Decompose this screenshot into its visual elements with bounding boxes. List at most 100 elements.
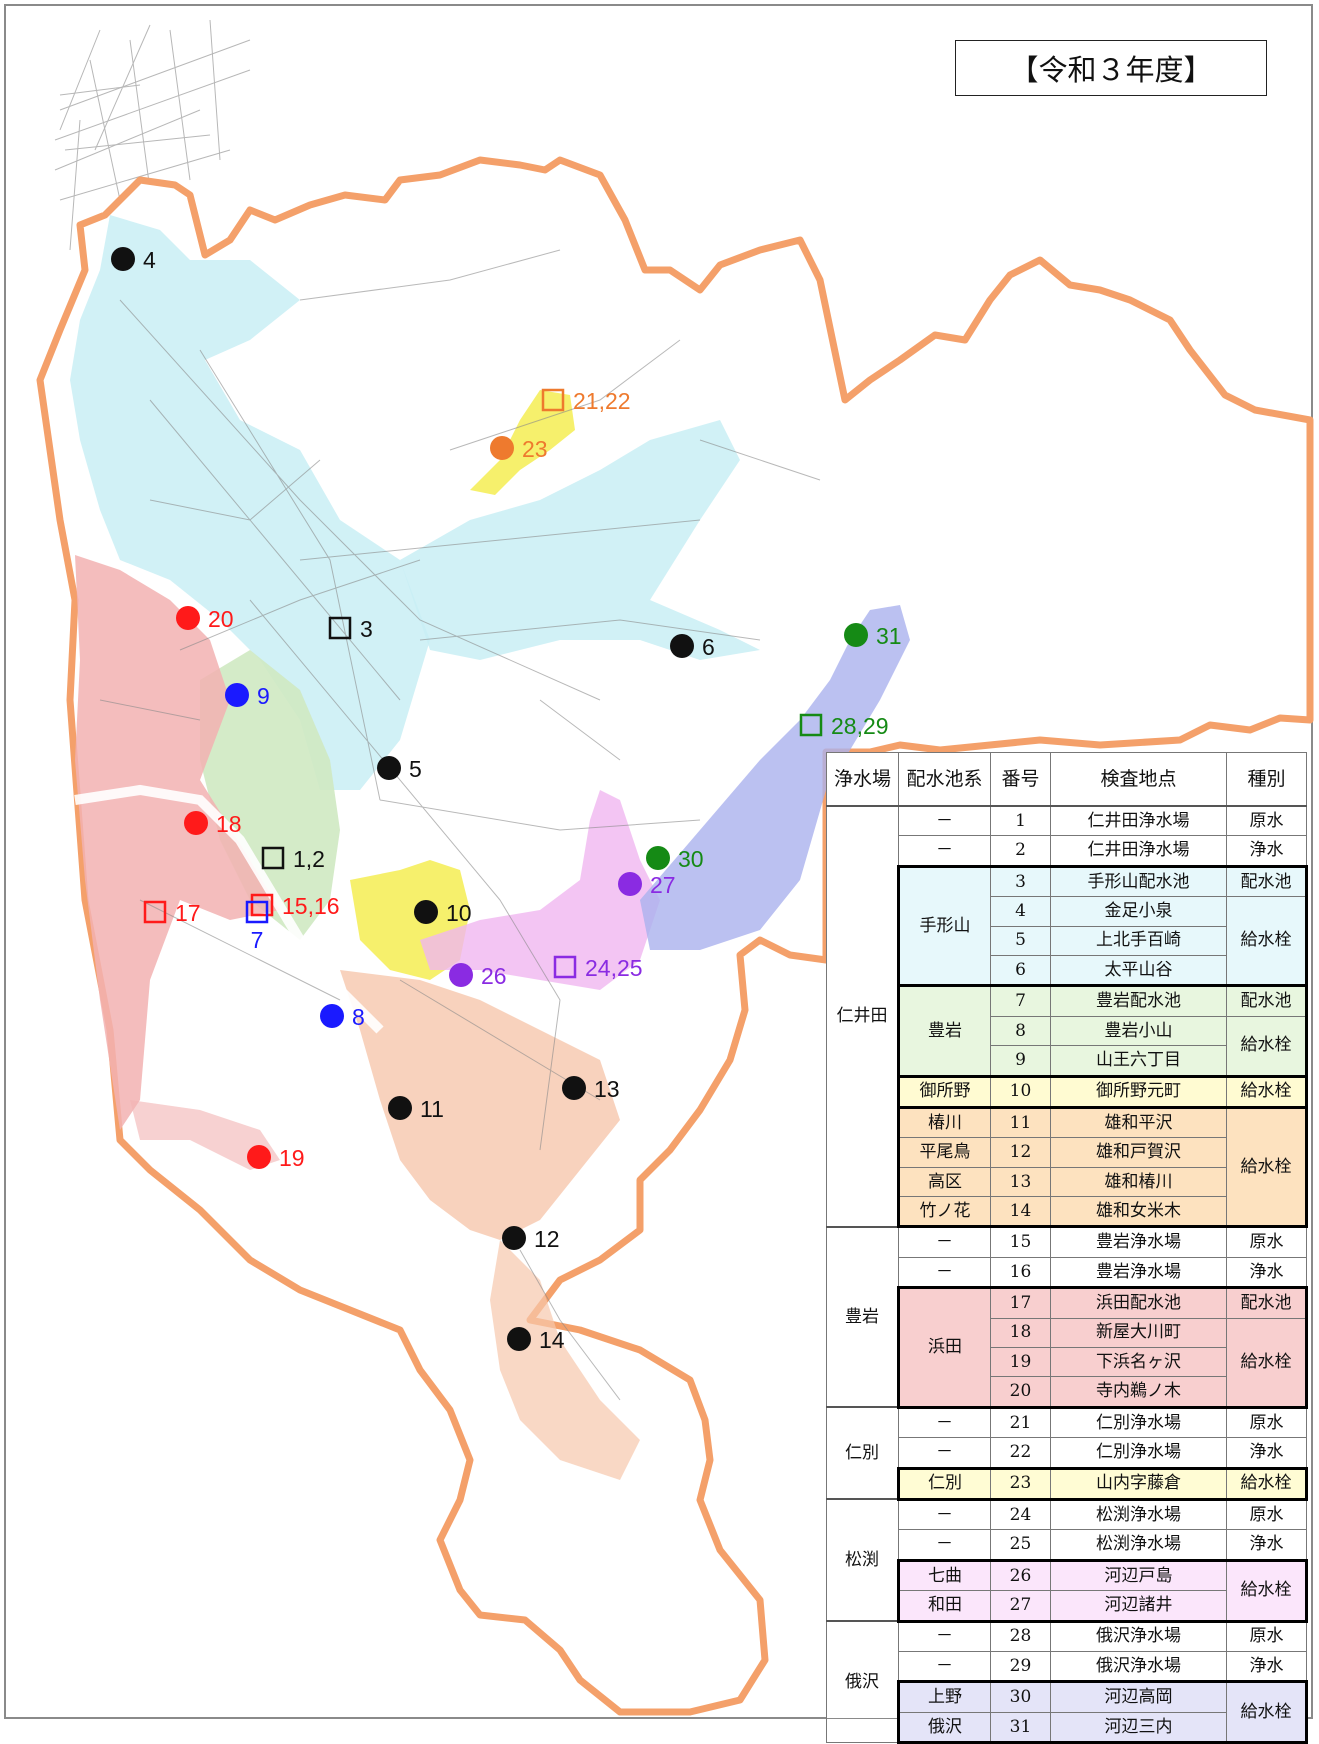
row-type: 浄水: [1226, 1437, 1307, 1469]
system-dash: －: [898, 835, 991, 867]
header-number: 番号: [990, 752, 1051, 807]
marker-square-m28: [799, 713, 823, 737]
system-hamada: 浜田: [897, 1286, 991, 1409]
marker-label-m11: 11: [420, 1096, 444, 1122]
row-no: 8: [990, 1015, 1051, 1047]
row-type: 原水: [1226, 1225, 1307, 1258]
row-type: 給水栓: [1226, 1075, 1308, 1109]
row-no: 25: [990, 1529, 1051, 1561]
row-type: 浄水: [1226, 835, 1307, 867]
marker-circle-m19: [247, 1145, 271, 1169]
marker-label-m28: 28,29: [831, 713, 889, 739]
marker-label-m13: 13: [594, 1076, 620, 1102]
marker-label-m18: 18: [216, 811, 242, 837]
row-no: 30: [990, 1680, 1051, 1713]
row-no: 2: [990, 835, 1051, 867]
system-dash: －: [898, 1406, 991, 1439]
area-yuwa: [340, 970, 620, 1240]
row-type: 原水: [1226, 1620, 1307, 1652]
marker-circle-m8: [320, 1004, 344, 1028]
north-street-grid: [54, 19, 251, 251]
marker-square-m17: [143, 900, 167, 924]
system-toyoiwa: 豊岩: [897, 985, 991, 1078]
plant-nibetsu: 仁別: [826, 1406, 899, 1500]
system-dash: －: [898, 1620, 991, 1652]
marker-square-m1: [261, 846, 285, 870]
row-no: 20: [990, 1376, 1051, 1409]
row-no: 29: [990, 1650, 1051, 1683]
system-hiraoshima: 平尾鳥: [897, 1137, 991, 1168]
row-type: 配水池: [1226, 985, 1308, 1017]
marker-square-m3: [328, 616, 352, 640]
header-type: 種別: [1226, 752, 1307, 807]
marker-label-m8: 8: [352, 1004, 365, 1030]
header-system: 配水池系: [898, 752, 991, 807]
row-no: 12: [990, 1137, 1051, 1168]
marker-label-m15: 15,16: [282, 893, 340, 919]
row-site: 雄和戸賀沢: [1050, 1137, 1227, 1168]
row-site: 手形山配水池: [1050, 864, 1227, 898]
marker-circle-m13: [562, 1076, 586, 1100]
row-site: 仁別浄水場: [1050, 1437, 1227, 1469]
marker-circle-m10: [414, 900, 438, 924]
row-site: 俄沢浄水場: [1050, 1650, 1227, 1683]
row-site: 豊岩配水池: [1050, 985, 1227, 1017]
row-type: 給水栓: [1226, 1558, 1308, 1623]
row-site: 仁井田浄水場: [1050, 805, 1227, 837]
row-site: 雄和平沢: [1050, 1106, 1227, 1139]
row-type: 給水栓: [1226, 1680, 1308, 1744]
row-no: 28: [990, 1620, 1051, 1652]
row-no: 31: [990, 1711, 1051, 1744]
marker-label-m26: 26: [481, 963, 507, 989]
legend-table: 浄水場 配水池系 番号 検査地点 種別 仁井田 － 1 仁井田浄水場 原水 － …: [826, 752, 1308, 1744]
row-no: 14: [990, 1196, 1051, 1229]
marker-circle-m9: [225, 683, 249, 707]
system-wada: 和田: [897, 1590, 991, 1623]
row-site: 山王六丁目: [1050, 1045, 1227, 1078]
row-no: 27: [990, 1590, 1051, 1623]
row-site: 松渕浄水場: [1050, 1498, 1227, 1531]
row-type: 原水: [1226, 1498, 1307, 1531]
marker-circle-m18: [184, 811, 208, 835]
marker-label-m17: 17: [175, 900, 201, 926]
row-no: 11: [990, 1106, 1051, 1139]
system-dash: －: [898, 805, 991, 837]
marker-square-m24: [553, 955, 577, 979]
marker-label-m23: 23: [522, 436, 548, 462]
river: [74, 784, 384, 1034]
row-site: 松渕浄水場: [1050, 1529, 1227, 1561]
marker-circle-m31: [844, 623, 868, 647]
marker-square-m7: [245, 900, 269, 924]
system-dash: －: [898, 1529, 991, 1561]
row-type: 浄水: [1226, 1529, 1307, 1561]
area-matsubuchi: [420, 790, 660, 990]
marker-label-m12: 12: [534, 1226, 560, 1252]
area-tegatayama: [70, 215, 430, 790]
row-no: 3: [990, 864, 1051, 898]
marker-label-m14: 14: [539, 1327, 565, 1353]
row-no: 10: [990, 1075, 1051, 1109]
row-site: 金足小泉: [1050, 896, 1227, 927]
row-type: 浄水: [1226, 1650, 1307, 1683]
marker-square-m15: [250, 893, 274, 917]
marker-circle-m6: [670, 634, 694, 658]
row-no: 13: [990, 1166, 1051, 1198]
system-tegatayama: 手形山: [897, 864, 991, 988]
row-type: 配水池: [1226, 864, 1308, 898]
row-type: 給水栓: [1226, 1317, 1308, 1409]
row-site: 太平山谷: [1050, 954, 1227, 988]
marker-label-m20: 20: [208, 606, 234, 632]
marker-label-m9: 9: [257, 683, 270, 709]
row-type: 原水: [1226, 1406, 1307, 1439]
marker-label-m4: 4: [143, 247, 156, 273]
row-site: 御所野元町: [1050, 1075, 1227, 1109]
marker-circle-m27: [618, 872, 642, 896]
map-frame: [4, 4, 1313, 1719]
marker-circle-m5: [377, 756, 401, 780]
plant-niida: 仁井田: [826, 805, 899, 1228]
marker-label-m27: 27: [650, 872, 676, 898]
system-goshono: 御所野: [897, 1075, 991, 1109]
row-type: 原水: [1226, 805, 1307, 837]
area-gazawa: [640, 605, 910, 950]
plant-gazawa: 俄沢: [826, 1620, 899, 1744]
